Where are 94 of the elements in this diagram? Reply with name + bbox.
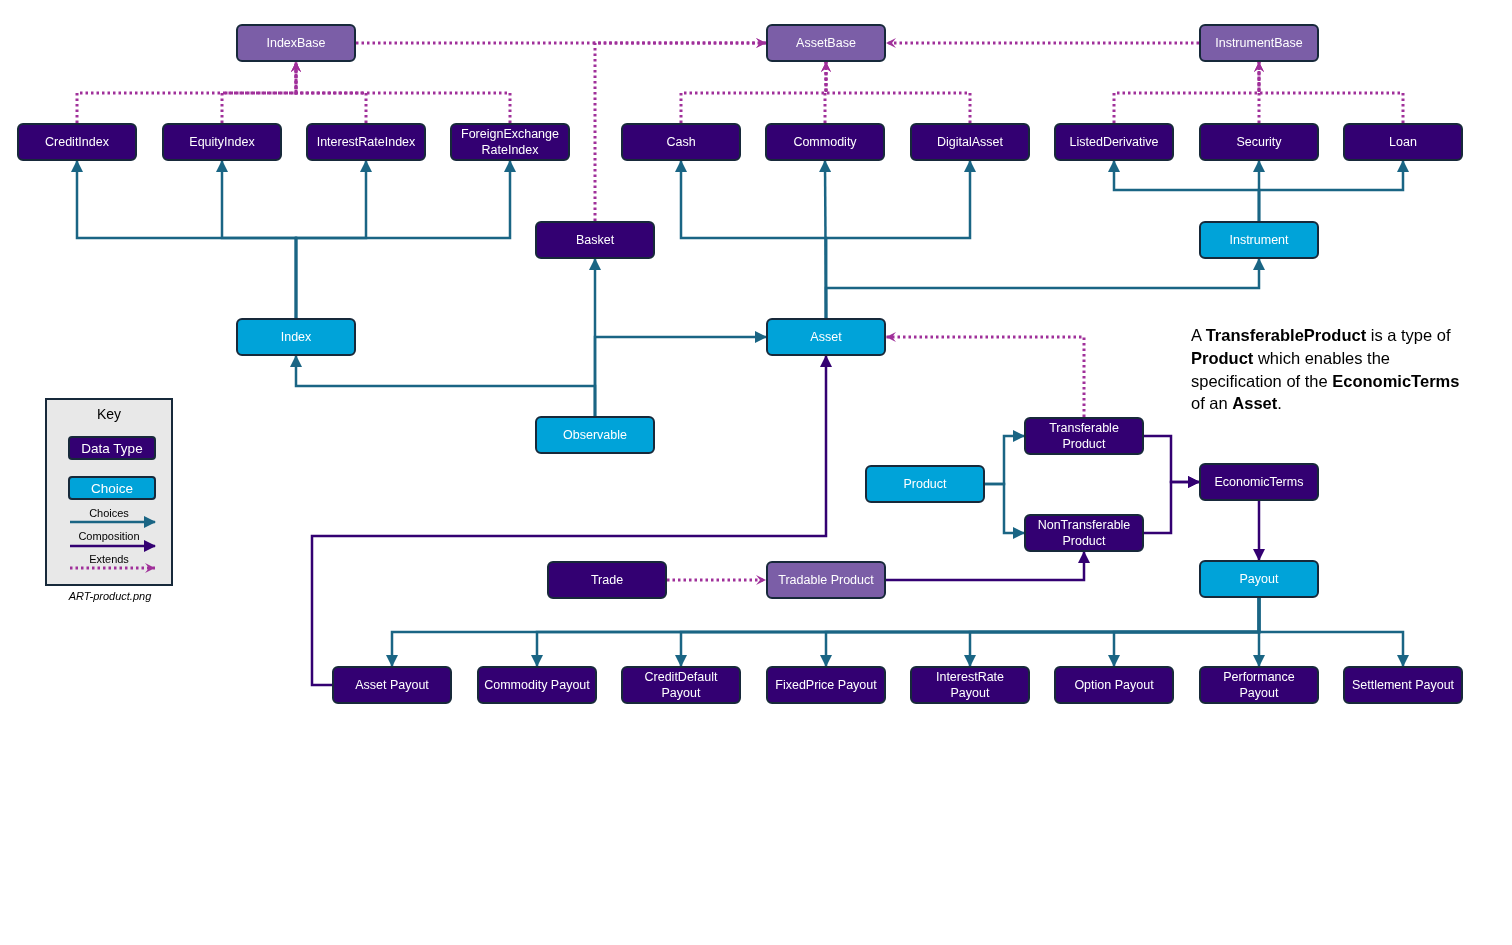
class-box [766,666,886,704]
class-name: Commodity [793,133,857,151]
class-name: EquityIndex [189,133,255,151]
legend-title: Key [95,406,123,422]
extends-arrow [667,575,766,585]
class-name: Asset [810,328,842,346]
class-box [332,666,452,704]
class-name: InstrumentBase [1215,34,1303,52]
class-name: NonTransferable Product [1036,516,1132,550]
class-box [865,465,985,503]
class-box [535,221,655,259]
class-box [1024,417,1144,455]
class-name: InterestRate Payout [934,668,1006,702]
class-name: AssetBase [796,34,856,52]
class-name: EconomicTerms [1214,473,1304,491]
class-box [162,123,282,161]
arrow [1257,598,1409,667]
class-name: Trade [590,571,624,589]
arrow [985,482,1025,539]
class-box [477,666,597,704]
class-box [1199,221,1319,259]
class-name: Payout [1239,570,1279,588]
class-name: InterestRateIndex [316,133,416,151]
class-box [1024,514,1144,552]
extends-arrow [886,332,1086,417]
arrow [824,258,1265,318]
class-box [765,123,885,161]
class-box [306,123,426,161]
class-name: IndexBase [266,34,326,52]
class-name: Tradable Product [778,571,874,589]
arrow [886,551,1090,582]
class-name: Instrument [1229,231,1289,249]
class-name: Asset Payout [355,676,429,694]
class-box [766,318,886,356]
class-box [621,123,741,161]
class-box [910,123,1030,161]
class-box [766,24,886,62]
arrow [294,160,516,318]
class-name: Observable [563,426,627,444]
legend-label: Composition [77,530,141,542]
class-name: Cash [666,133,696,151]
class-box [1343,666,1463,704]
arrow [310,355,832,687]
class-box [766,561,886,599]
class-box [547,561,667,599]
class-name: Transferable Product [1048,419,1120,453]
class-box [1054,666,1174,704]
class-box [1199,666,1319,704]
class-name: Index [280,328,312,346]
extends-arrow [1112,62,1264,123]
extends-arrow [220,62,301,123]
arrow [1144,476,1200,535]
annotation-text: A TransferableProduct is a type of Product which enables the specification of the EconomicTerms of an Asset. [1191,325,1461,415]
caption: ART-product.png [67,590,153,602]
class-name: Security [1236,133,1282,151]
class-name: CreditDefault Payout [643,668,719,702]
class-box [1054,123,1174,161]
class-name: Performance Payout [1222,668,1296,702]
extends-arrow [679,62,831,123]
class-name: FixedPrice Payout [775,676,877,694]
class-box [621,666,741,704]
class-box [1199,123,1319,161]
legend-label: Choice [91,480,133,496]
extends-arrow [821,62,972,123]
legend-label: Extends [88,553,130,565]
class-name: ForeignExchange RateIndex [460,125,560,159]
class-name: Basket [575,231,615,249]
extends-arrow [593,38,766,221]
class-name: Loan [1389,133,1417,151]
class-name: Option Payout [1074,676,1154,694]
class-box [535,416,655,454]
class-box [450,123,570,161]
arrow [290,355,597,416]
class-box [17,123,137,161]
class-name: CreditIndex [45,133,109,151]
class-box [1199,463,1319,501]
class-name: Product [903,475,947,493]
extends-arrow [1254,62,1405,123]
class-box [1199,560,1319,598]
class-box [236,318,356,356]
class-box [1343,123,1463,161]
class-name: Commodity Payout [484,676,590,694]
extends-arrow [886,38,1199,48]
class-box [236,24,356,62]
arrow [1257,160,1409,221]
class-name: Settlement Payout [1351,676,1455,694]
arrow [1253,501,1265,561]
class-name: ListedDerivative [1069,133,1159,151]
extends-arrow [291,62,512,123]
class-box [910,666,1030,704]
class-box [1199,24,1319,62]
legend-label: Choices [88,507,130,519]
legend-label: Data Type [81,440,143,456]
class-name: DigitalAsset [937,133,1003,151]
